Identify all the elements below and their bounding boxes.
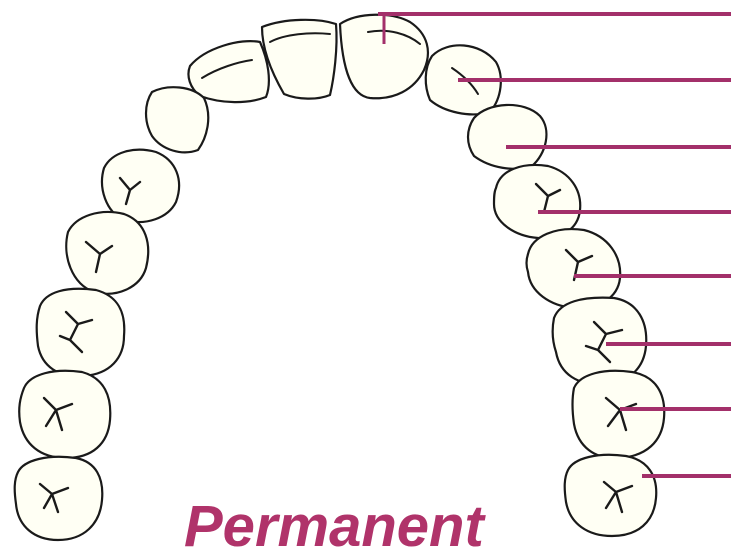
- right-canine: [468, 105, 546, 169]
- left-third-molar: [15, 457, 103, 540]
- left-first-molar: [37, 289, 125, 376]
- right-third-molar: [565, 455, 657, 536]
- right-second-premolar: [527, 229, 621, 308]
- left-second-premolar: [66, 212, 148, 294]
- right-second-molar: [573, 371, 665, 458]
- left-canine: [146, 87, 208, 152]
- right-first-premolar: [494, 165, 580, 238]
- left-second-molar: [19, 371, 110, 458]
- left-arch: [15, 20, 337, 540]
- left-central-incisor: [262, 20, 337, 99]
- caption: Permanent: [184, 494, 486, 551]
- left-lateral-incisor: [188, 41, 268, 102]
